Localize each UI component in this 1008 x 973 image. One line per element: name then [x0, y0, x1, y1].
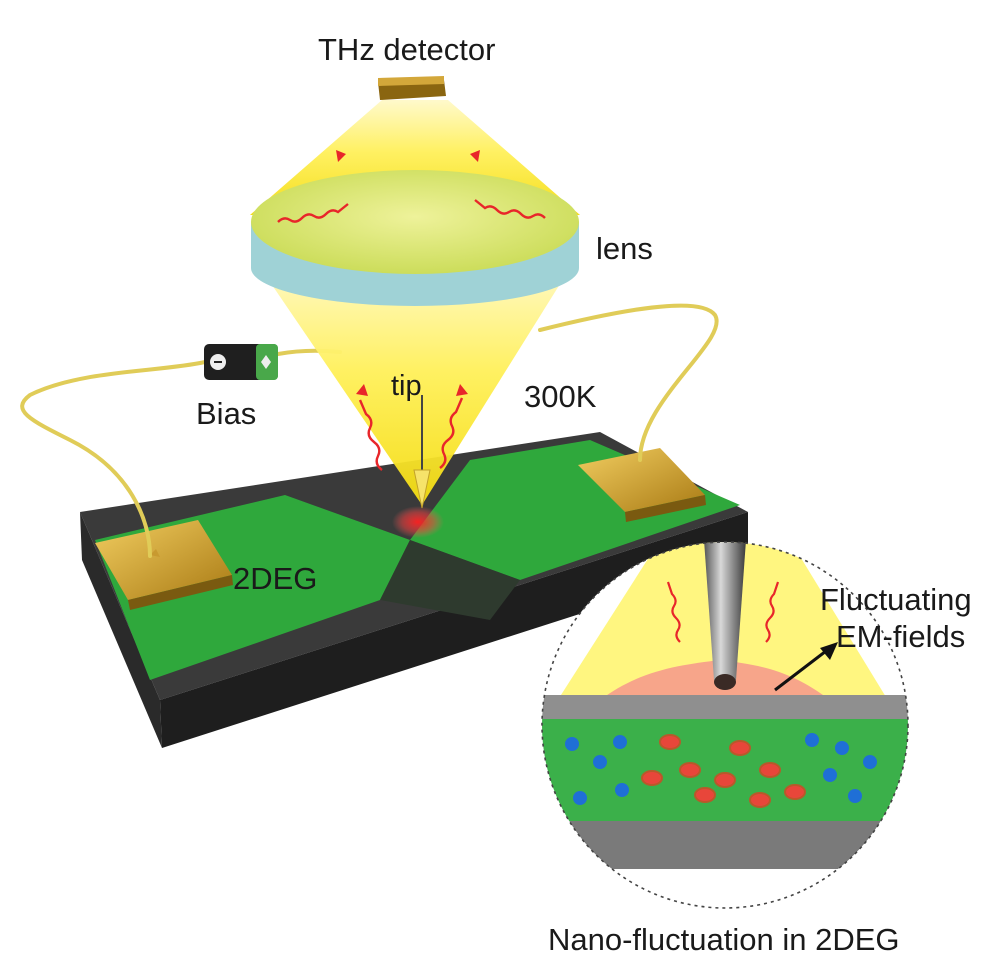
thz-detector [378, 76, 446, 100]
temperature-label: 300K [524, 379, 597, 414]
hotspot [392, 506, 444, 538]
tip-label: tip [391, 370, 422, 402]
em-fields-label: EM-fields [836, 619, 966, 654]
battery-icon [204, 344, 278, 380]
afm-tip [413, 395, 431, 509]
blue-carriers [565, 733, 877, 805]
lens [251, 170, 579, 306]
beam-lower [255, 260, 575, 505]
inset-caption: Nano-fluctuation in 2DEG [548, 922, 900, 957]
electrode-left [95, 520, 233, 610]
electron-fluctuations [641, 734, 806, 808]
inset-zoom [541, 541, 909, 909]
electrode-right [578, 448, 706, 522]
wavy-arrow-icon [277, 199, 546, 471]
bias-label: Bias [196, 396, 257, 431]
2deg-label: 2DEG [233, 561, 318, 596]
fluctuating-label: Fluctuating [820, 582, 972, 617]
lens-label: lens [596, 231, 653, 266]
inset-arrows [666, 581, 780, 643]
arrow-heads [336, 150, 480, 396]
detector-label: THz detector [318, 32, 496, 67]
